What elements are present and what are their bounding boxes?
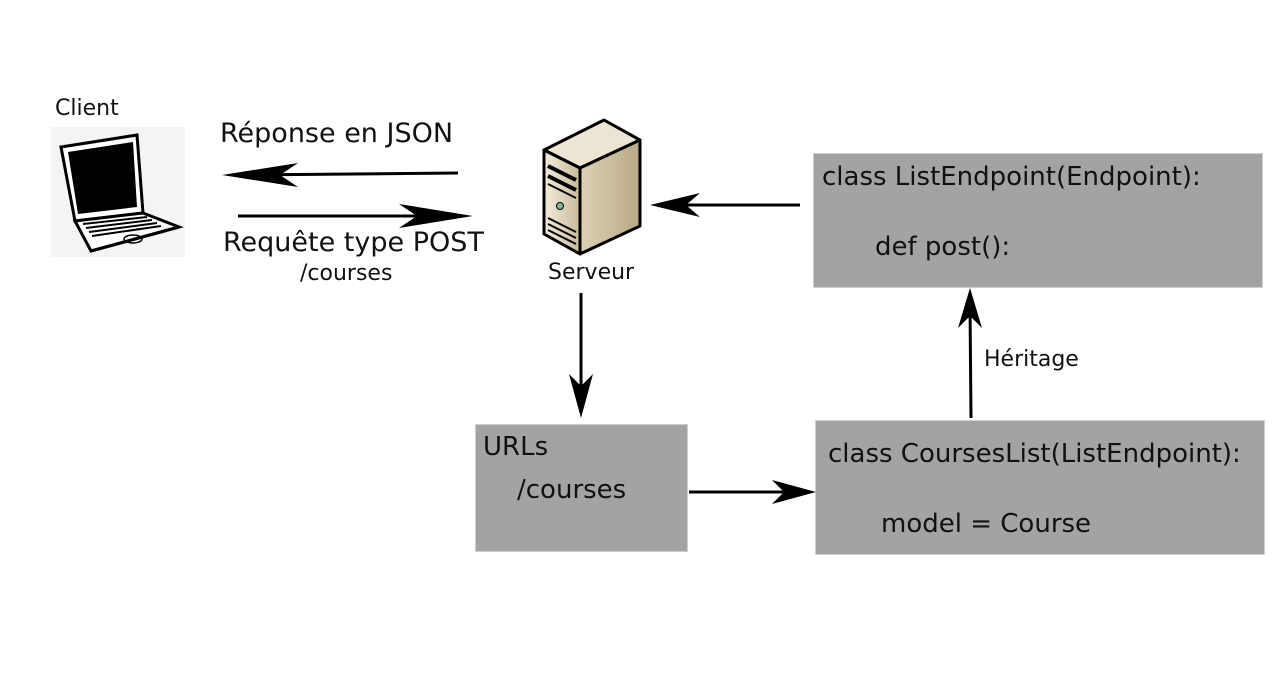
urls-box: URLs /courses [475,424,688,552]
server-label: Serveur [548,260,635,285]
courses-list-model-line: model = Course [881,509,1092,539]
inheritance-arrow [958,288,982,419]
urls-title: URLs [483,432,549,462]
urls-to-courses-list-arrow [689,480,816,504]
request-arrow [238,204,473,228]
list-endpoint-method-line: def post(): [875,232,1011,262]
laptop-icon [51,127,185,257]
request-path-label: /courses [300,261,393,286]
response-label: Réponse en JSON [220,118,454,149]
courses-list-class-line: class CoursesList(ListEndpoint): [828,439,1241,469]
courses-list-box: class CoursesList(ListEndpoint): model =… [815,420,1265,555]
server-to-urls-arrow [569,293,593,418]
list-endpoint-class-line: class ListEndpoint(Endpoint): [822,162,1201,192]
client-label: Client [55,96,119,121]
urls-path: /courses [517,475,627,505]
request-label: Requête type POST [223,227,484,258]
server-icon [538,116,648,260]
response-arrow [222,163,459,187]
inheritance-label: Héritage [984,347,1079,372]
list-endpoint-box: class ListEndpoint(Endpoint): def post()… [813,153,1263,288]
endpoint-to-server-arrow [650,193,800,217]
